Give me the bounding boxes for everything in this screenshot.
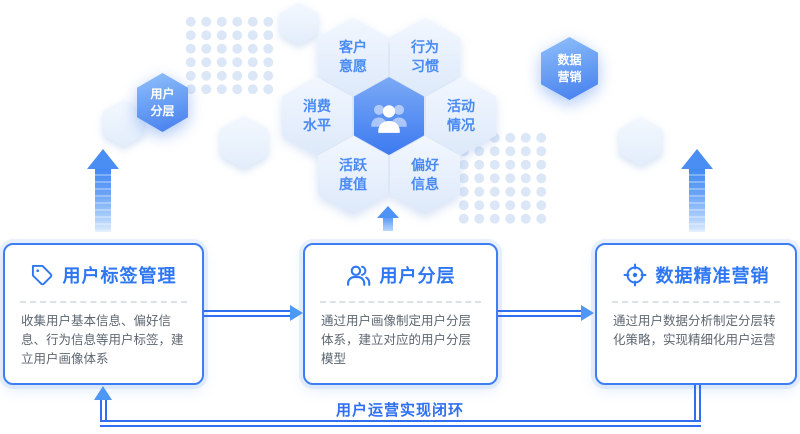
decorative-hexagon	[220, 116, 268, 169]
card-description: 收集用户基本信息、偏好信息、行为信息等用户标签，建立用户画像体系	[21, 314, 184, 366]
hexagon-label-line: 信息	[411, 176, 439, 192]
hexagon-label-line: 偏好	[411, 157, 439, 173]
decorative-hexagon	[619, 117, 662, 166]
hexagon-label-line: 用户	[150, 86, 175, 101]
hexagon-data-marketing: 数据 营销	[541, 37, 598, 100]
hexagon-label-line: 活跃	[339, 157, 367, 173]
target-icon	[623, 263, 646, 287]
hexagon-label-line: 客户	[339, 39, 367, 55]
card-description: 通过用户画像制定用户分层体系，建立对应的用户分层模型	[321, 314, 472, 366]
connector-card2-card3	[498, 310, 582, 317]
hexagon-label-line: 水平	[303, 117, 331, 133]
card-user-segmentation: 用户分层 通过用户画像制定用户分层体系，建立对应的用户分层模型	[303, 243, 498, 385]
arrowhead-right-icon	[290, 305, 303, 321]
tag-icon	[31, 264, 52, 285]
loop-line-bottom	[100, 420, 701, 427]
hexagon-label-line: 营销	[557, 69, 582, 84]
hexagon-label-line: 分层	[150, 103, 175, 118]
up-arrow-left	[87, 149, 119, 232]
card-title: 数据精准营销	[655, 266, 770, 286]
user-profile-hex-cluster: 客户 意愿 行为 习惯 消费 水平	[282, 18, 496, 214]
decorative-hexagon	[280, 3, 318, 45]
hexagon-label-line: 情况	[447, 117, 475, 133]
card-title: 用户分层	[379, 266, 456, 286]
card-title: 用户标签管理	[62, 266, 177, 286]
hexagon-label-line: 行为	[411, 39, 439, 55]
hexagon-label-line: 活动	[447, 98, 475, 114]
loop-line-left	[100, 400, 107, 422]
hexagon-label-line: 消费	[303, 98, 331, 114]
up-arrow-right	[681, 149, 713, 232]
hexagon-label-line: 习惯	[411, 58, 439, 74]
users-icon	[346, 265, 370, 286]
arrowhead-up-icon	[94, 386, 112, 400]
card-divider	[612, 301, 780, 303]
card-user-tag-management: 用户标签管理 收集用户基本信息、偏好信息、行为信息等用户标签，建立用户画像体系	[3, 243, 204, 385]
up-arrow-center	[377, 206, 399, 231]
arrowhead-right-icon	[581, 305, 594, 321]
hexagon-label-line: 数据	[557, 52, 582, 67]
card-divider	[320, 301, 481, 303]
hexagon-label-line: 度值	[339, 176, 367, 192]
connector-card1-card2	[204, 310, 291, 317]
hexagon-user-segment: 用户 分层	[137, 73, 188, 132]
loop-line-right	[694, 385, 701, 422]
card-precision-marketing: 数据精准营销 通过用户数据分析制定分层转化策略，实现精细化用户运营	[595, 243, 797, 385]
users-group-icon	[371, 104, 407, 133]
card-description: 通过用户数据分析制定分层转化策略，实现精细化用户运营	[613, 314, 776, 347]
loop-label: 用户运营实现闭环	[335, 402, 464, 419]
dot-grid-left	[183, 15, 276, 97]
card-divider	[20, 301, 187, 303]
hexagon-label-line: 意愿	[339, 58, 367, 74]
